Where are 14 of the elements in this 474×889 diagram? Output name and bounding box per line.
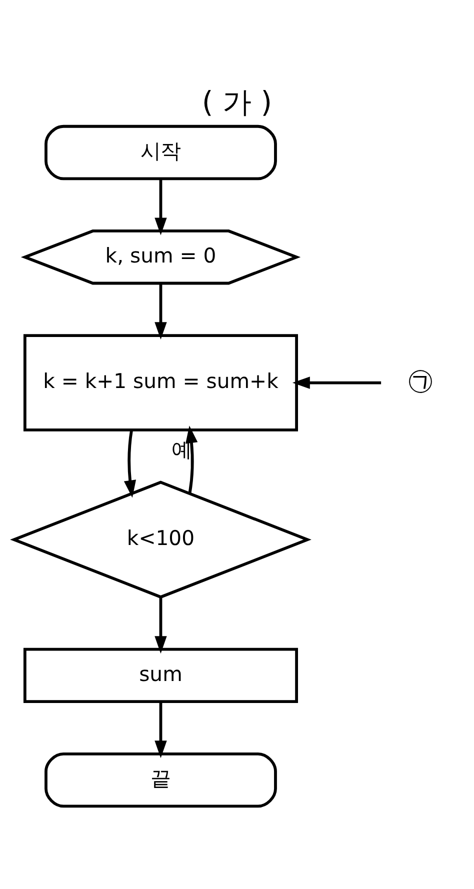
node-text: ㉠ [408, 366, 434, 396]
arrow [154, 179, 167, 236]
node-box: 끝 [44, 752, 277, 808]
arrow [186, 426, 198, 494]
node-box: k = k+1 sum = sum+k [23, 334, 298, 432]
arrow [154, 702, 167, 758]
edge-label: 예 [171, 438, 192, 462]
arrow [154, 597, 167, 654]
arrow [124, 430, 136, 498]
node-box: 시작 [44, 124, 277, 180]
node-box: sum [23, 648, 298, 704]
diagram-title: ( 가 ) [202, 84, 272, 119]
arrow [292, 376, 382, 389]
arrow [154, 283, 167, 340]
